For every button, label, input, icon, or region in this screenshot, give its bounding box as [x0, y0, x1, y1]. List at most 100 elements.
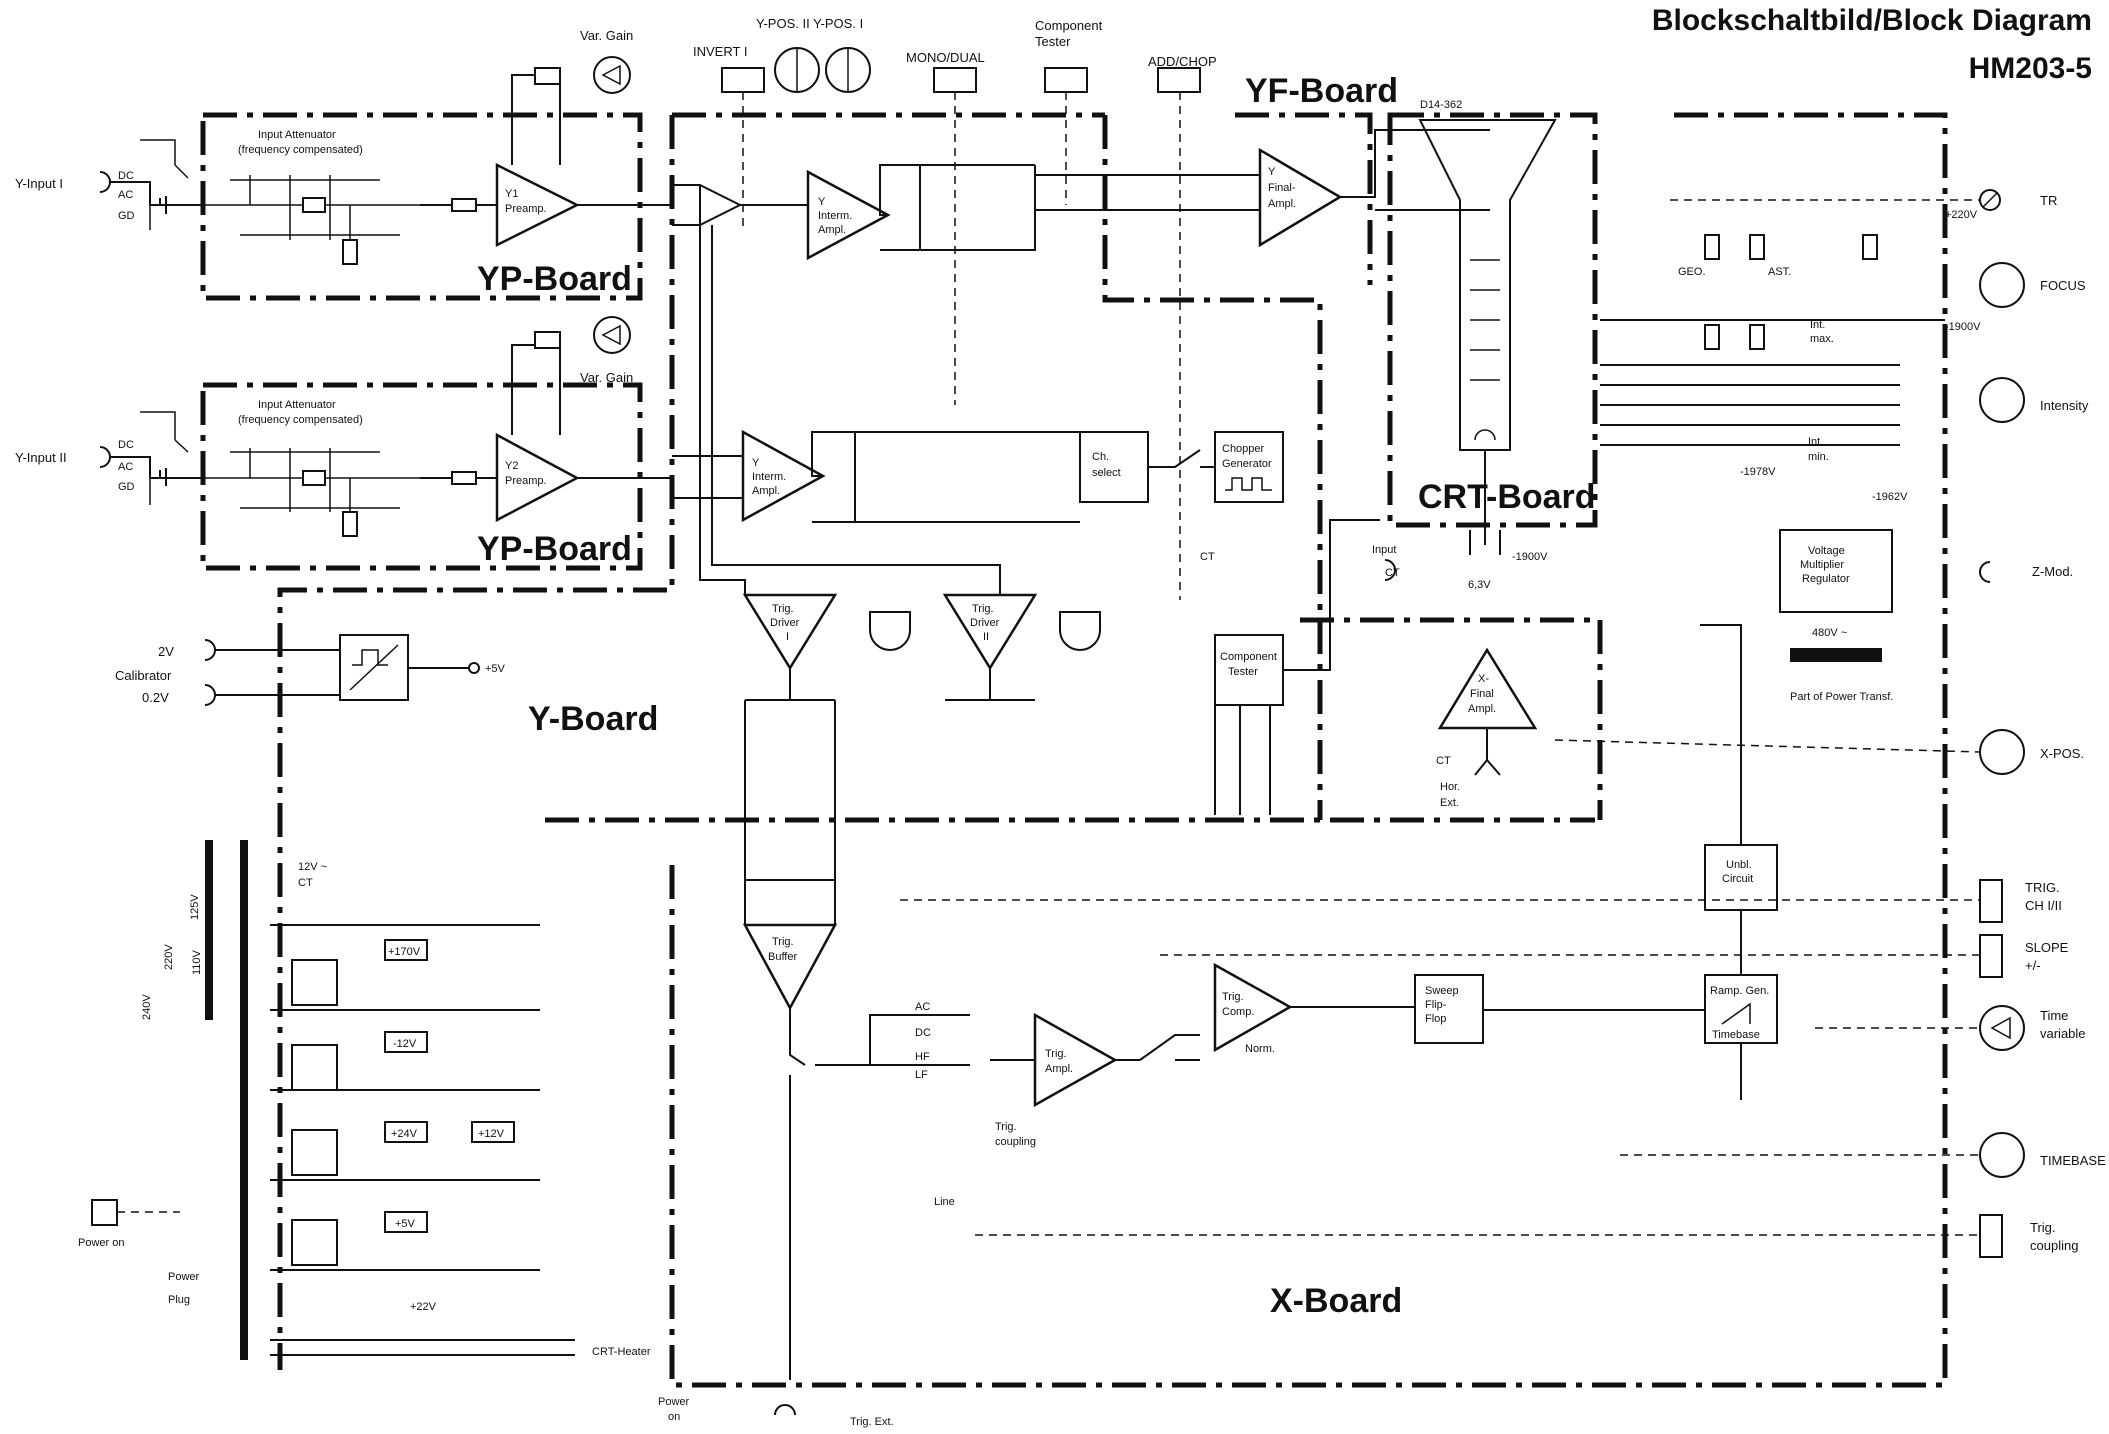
- z-mod-jack[interactable]: [1979, 561, 1991, 583]
- trig-ampl-l2: Ampl.: [1045, 1063, 1073, 1075]
- m1962-label: -1962V: [1872, 491, 1908, 503]
- y-input-2-jack[interactable]: [99, 446, 111, 468]
- component-tester-box: [1214, 634, 1284, 706]
- power-supply: 12V ~ CT 240V 220V 125V 110V +170V -12V …: [78, 840, 894, 1428]
- trig-driver-1: [742, 593, 838, 671]
- int-max-l2: max.: [1810, 333, 1834, 345]
- invert-switch[interactable]: [721, 67, 765, 93]
- timebase-knob[interactable]: [1979, 1132, 2025, 1178]
- ypos-label: Y-POS. II Y-POS. I: [756, 16, 863, 31]
- interm-amp-1-l3: Ampl.: [818, 224, 846, 236]
- crt-tube-label: D14-362: [1420, 99, 1462, 111]
- ac-label-1: AC: [118, 189, 133, 201]
- trig-driver-1-l1: Trig.: [772, 603, 794, 615]
- vm-l2: Multiplier: [1800, 559, 1844, 571]
- ramp-l1: Ramp. Gen.: [1710, 985, 1769, 997]
- component-tester-label-1: Component: [1035, 18, 1103, 33]
- hf-coupling-label: HF: [915, 1051, 930, 1063]
- v125-label: 125V: [189, 894, 201, 920]
- unbl-l1: Unbl.: [1726, 859, 1752, 871]
- p12-label: +12V: [478, 1128, 505, 1140]
- calibrator-02v-jack[interactable]: [204, 684, 216, 706]
- preamp-y1-l2: Preamp.: [505, 203, 547, 215]
- y-final-amp-l3: Ampl.: [1268, 198, 1296, 210]
- norm-label: Norm.: [1245, 1043, 1275, 1055]
- crt-heater-label: CRT-Heater: [592, 1346, 651, 1358]
- intensity-knob[interactable]: [1979, 377, 2025, 423]
- trig-coupling-switch[interactable]: [1979, 1214, 2003, 1258]
- x-final-amp-l1: X-: [1478, 673, 1489, 685]
- ct-input-jack[interactable]: [1384, 559, 1396, 581]
- trig-driver-2: [942, 593, 1038, 671]
- channel-2: Y-Input II DC AC GD Input Attenuator (fr…: [15, 316, 672, 537]
- power-on-switch[interactable]: [91, 1199, 118, 1226]
- time-variable-knob[interactable]: [1979, 1005, 2025, 1051]
- crt-tube: [1418, 119, 1557, 451]
- x-pos-knob[interactable]: [1979, 729, 2025, 775]
- crt-1900v-label: -1900V: [1512, 551, 1548, 563]
- x-controls: TRIG. CH I/II SLOPE +/- Time variable TI…: [900, 879, 2106, 1258]
- y-input-1-jack[interactable]: [99, 171, 111, 193]
- gd-label-2: GD: [118, 481, 135, 493]
- crt-controls: TR +220V GEO. AST. FOCUS -1900V Int. max…: [1554, 189, 2089, 775]
- y-switching: Y Interm. Ampl. Y Interm. Ampl. Ch. sele…: [672, 164, 1284, 595]
- geo-label: GEO.: [1678, 266, 1706, 278]
- y-input-1-label: Y-Input I: [15, 176, 63, 191]
- sweep-l1: Sweep: [1425, 985, 1459, 997]
- int-min-l2: min.: [1808, 451, 1829, 463]
- voltage-multiplier-box: [1779, 529, 1893, 613]
- interm-amp-2-l2: Interm.: [752, 471, 786, 483]
- trig-coupling-l2: coupling: [995, 1136, 1036, 1148]
- component-tester-label-2: Tester: [1035, 34, 1071, 49]
- v480-label: 480V ~: [1812, 627, 1847, 639]
- add-chop-switch[interactable]: [1157, 67, 1201, 93]
- trig-ext-label: Trig. Ext.: [850, 1416, 894, 1428]
- preamp-y1-l1: Y1: [505, 188, 518, 200]
- trig-driver-1-l2: Driver: [770, 617, 800, 629]
- hor-ext-hor: Hor.: [1440, 781, 1460, 793]
- dc-label-2: DC: [118, 439, 134, 451]
- y-final-amp-l2: Final-: [1268, 182, 1296, 194]
- p22-label: +22V: [410, 1301, 437, 1313]
- m1900-label-right: -1900V: [1945, 321, 1981, 333]
- trig-comp: [1213, 962, 1293, 1053]
- ast-label: AST.: [1768, 266, 1791, 278]
- y-board-controls: INVERT I Y-POS. II Y-POS. I MONO/DUAL Co…: [693, 16, 1217, 600]
- v240-label: 240V: [141, 994, 153, 1020]
- component-tester-box-l2: Tester: [1228, 666, 1258, 678]
- trig-ext-jack[interactable]: [774, 1404, 796, 1416]
- add-chop-label: ADD/CHOP: [1148, 54, 1217, 69]
- x-board-border: [669, 112, 1948, 1388]
- trig-ch-switch[interactable]: [1979, 879, 2003, 923]
- calibrator-2v-jack[interactable]: [204, 639, 216, 661]
- unbl-l2: Circuit: [1722, 873, 1753, 885]
- v12ct-label: 12V ~: [298, 861, 327, 873]
- ramp-l2: Timebase: [1712, 1029, 1760, 1041]
- y-input-2-label: Y-Input II: [15, 450, 67, 465]
- hor-ext-ct: CT: [1436, 755, 1451, 767]
- ac-coupling-label: AC: [915, 1001, 930, 1013]
- part-power-label: Part of Power Transf.: [1790, 691, 1893, 703]
- interm-amp-2-l3: Ampl.: [752, 485, 780, 497]
- p220-label: +220V: [1945, 209, 1978, 221]
- ct-power-label: CT: [298, 877, 313, 889]
- yf-and-crt: Y Final- Ampl. D14-362 6,3V -1900V: [1240, 99, 1557, 591]
- p24-box: [384, 1121, 428, 1143]
- p24-label: +24V: [391, 1128, 418, 1140]
- unbl-circuit: [1704, 844, 1778, 911]
- mono-dual-switch[interactable]: [933, 67, 977, 93]
- crt-board-label: CRT-Board: [1418, 478, 1596, 516]
- ch-select-l1: Ch.: [1092, 451, 1109, 463]
- chopper-l2: Generator: [1222, 458, 1272, 470]
- int-max-l1: Int.: [1810, 319, 1825, 331]
- m1978-label: -1978V: [1740, 466, 1776, 478]
- and-gate-2: [1059, 611, 1101, 651]
- var-gain-1-knob[interactable]: [593, 56, 631, 94]
- component-tester-switch[interactable]: [1044, 67, 1088, 93]
- mono-dual-label: MONO/DUAL: [906, 50, 985, 65]
- trig-cpl-l1: Trig.: [2030, 1220, 2056, 1235]
- slope-switch[interactable]: [1979, 934, 2003, 978]
- var-gain-2-knob[interactable]: [593, 316, 631, 354]
- time-l1: Time: [2040, 1008, 2068, 1023]
- focus-knob[interactable]: [1979, 262, 2025, 308]
